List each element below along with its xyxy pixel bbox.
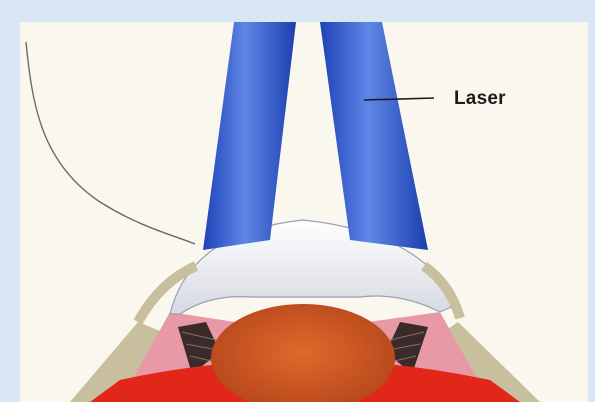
laser-beam-right (320, 22, 428, 250)
illustration-frame: Laser (20, 22, 588, 402)
laser-beam-left (203, 22, 296, 250)
eye-laser-diagram (20, 22, 588, 402)
instrument-wire (26, 42, 195, 244)
laser-label: Laser (454, 88, 506, 110)
lens (211, 304, 395, 402)
